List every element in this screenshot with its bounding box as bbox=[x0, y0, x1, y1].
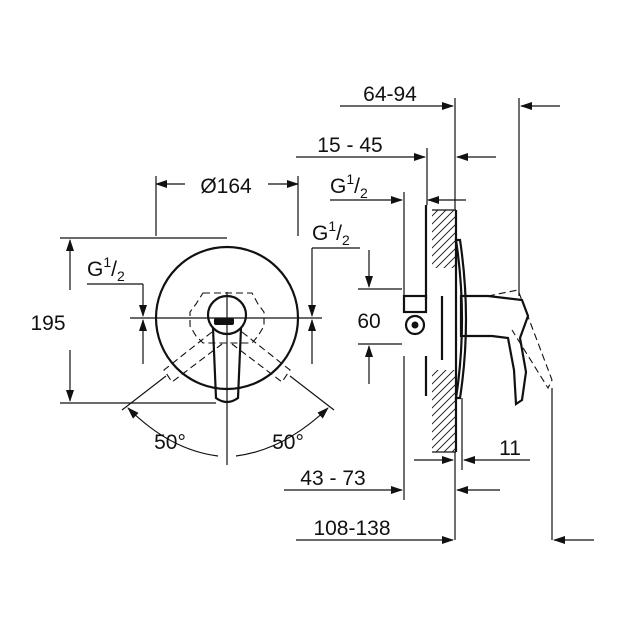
handle-side-rotated bbox=[487, 289, 553, 390]
thread-top-label: G1/2 bbox=[330, 171, 368, 201]
handle-knob bbox=[206, 294, 248, 336]
concealed-body bbox=[424, 205, 444, 396]
dim-43-73-label: 43 - 73 bbox=[300, 467, 365, 490]
angle-arc-left bbox=[127, 407, 219, 457]
front-view: Ø164 195 G1/2 G1/2 50° 50° bbox=[30, 175, 360, 465]
diameter-label: Ø164 bbox=[200, 175, 252, 198]
height-label: 195 bbox=[30, 312, 65, 335]
handle-logo bbox=[214, 318, 234, 325]
handle-side bbox=[459, 294, 530, 406]
thread-left-label: G1/2 bbox=[87, 254, 125, 284]
lever-rotated-left bbox=[121, 331, 223, 411]
cover-plate-side bbox=[454, 238, 468, 400]
dim-11-label: 11 bbox=[499, 437, 521, 460]
handle-lever bbox=[211, 327, 243, 404]
outlet-circle bbox=[404, 314, 426, 336]
dim-15-45-label: 15 - 45 bbox=[317, 134, 382, 157]
outlet-center bbox=[411, 321, 419, 329]
dim-64-94-label: 64-94 bbox=[363, 83, 417, 106]
hidden-cartridge bbox=[189, 292, 265, 344]
thread-right-label: G1/2 bbox=[312, 218, 350, 248]
angle-right-label: 50° bbox=[272, 431, 304, 454]
angle-arc-right bbox=[235, 407, 329, 457]
thread-fitting bbox=[402, 294, 428, 314]
dim-60-label: 60 bbox=[357, 310, 380, 333]
angle-left-label: 50° bbox=[154, 431, 186, 454]
dim-108-138-label: 108-138 bbox=[313, 517, 390, 540]
wall-section-lower bbox=[432, 370, 456, 452]
lever-rotated-right bbox=[231, 331, 335, 411]
side-view: 64-94 15 - 45 G1/2 60 11 43 - 73 108-138 bbox=[284, 83, 594, 544]
wall-section-upper bbox=[432, 210, 456, 268]
